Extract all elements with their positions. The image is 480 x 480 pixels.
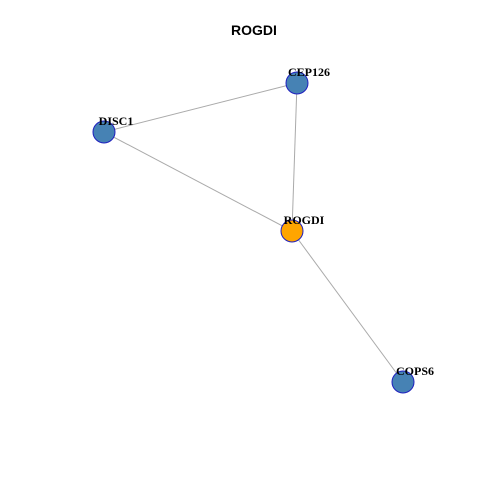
node-label-disc1: DISC1 [99,114,134,128]
edge-rogdi-cops6 [291,230,404,383]
edges-layer [103,82,404,383]
node-label-cops6: COPS6 [396,364,434,378]
node-cops6 [391,370,415,394]
node-label-cep126: CEP126 [288,65,330,79]
edge-disc1-cep126 [103,82,298,133]
node-label-rogdi: ROGDI [284,213,325,227]
edge-cep126-rogdi [291,82,298,232]
nodes-layer [92,71,415,394]
edge-disc1-rogdi [103,131,293,232]
graph-title: ROGDI [231,22,277,38]
node-disc1 [92,120,116,144]
node-cep126 [285,71,309,95]
node-rogdi [280,219,304,243]
